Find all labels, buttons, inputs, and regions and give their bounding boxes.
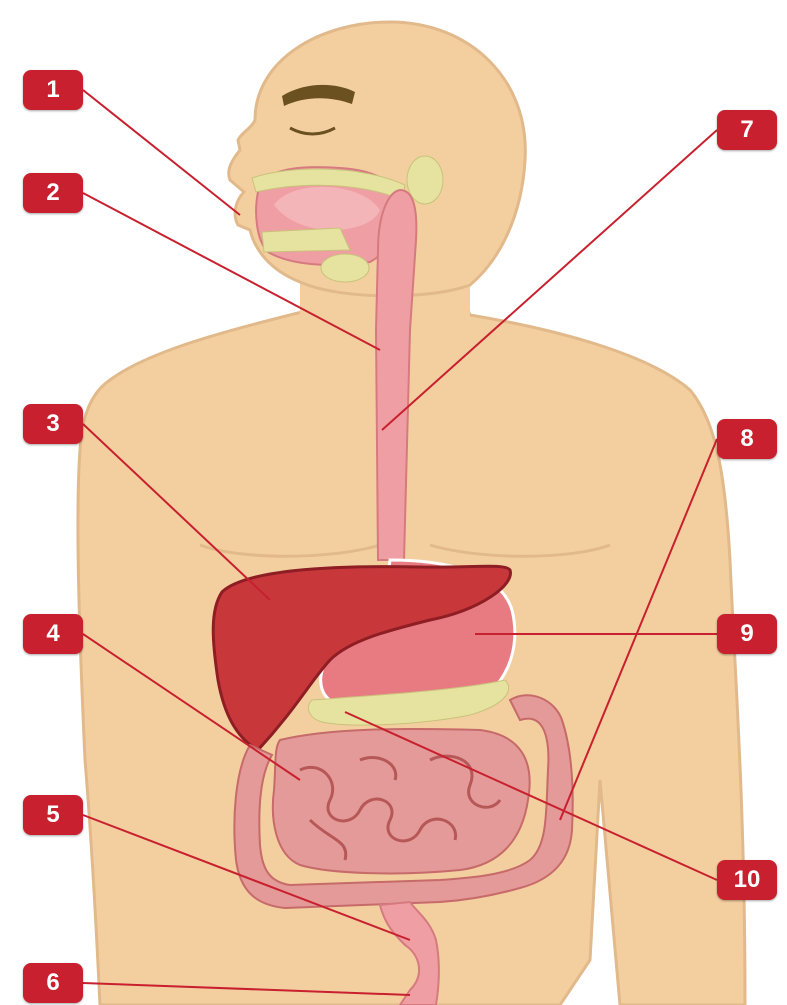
label-badge-9: 9 — [717, 614, 777, 654]
parotid-gland — [407, 156, 443, 204]
label-badge-7: 7 — [717, 110, 777, 150]
submandibular-gland — [321, 254, 369, 282]
label-badge-3: 3 — [23, 404, 83, 444]
label-badge-10: 10 — [717, 860, 777, 900]
lower-jaw-gland — [262, 228, 350, 252]
label-badge-8: 8 — [717, 419, 777, 459]
label-badge-6: 6 — [23, 963, 83, 1003]
label-badge-1: 1 — [23, 70, 83, 110]
pointer-line-1 — [83, 90, 240, 215]
label-badge-5: 5 — [23, 795, 83, 835]
label-badge-2: 2 — [23, 173, 83, 213]
small-intestine — [273, 729, 530, 873]
label-badge-4: 4 — [23, 614, 83, 654]
